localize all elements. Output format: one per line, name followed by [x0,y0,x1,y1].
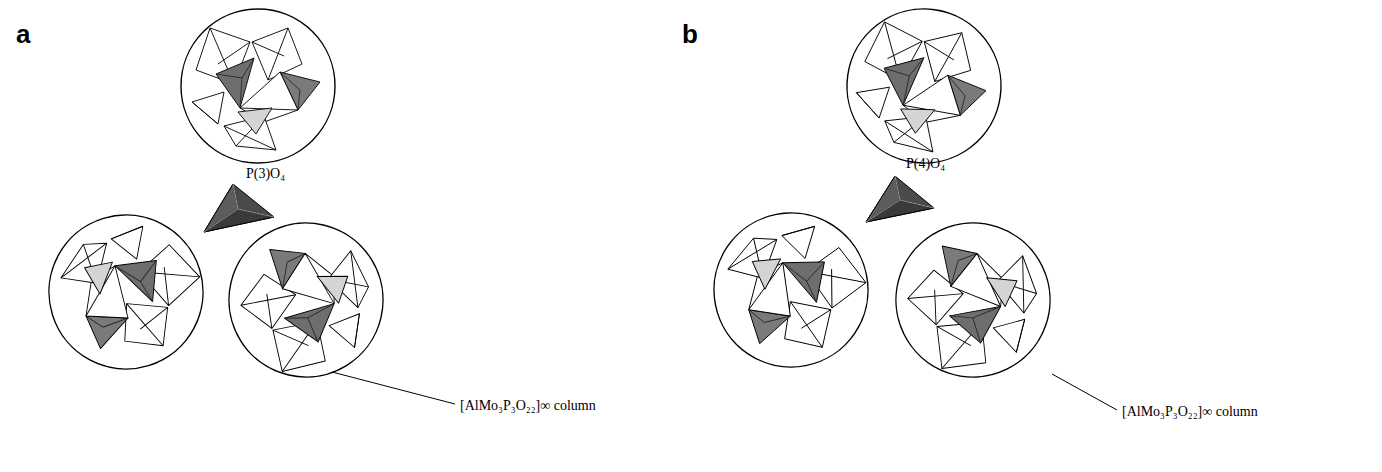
leader-line [332,372,455,404]
formula-label: P(4)O₄ [906,156,945,171]
leader-line [1052,374,1117,410]
panel-letter: a [16,20,30,49]
p-tetrahedron [204,184,274,232]
column-label: [AlMo₃P₃O₂₂]∞ column [1122,404,1258,419]
formula-label: P(3)O₄ [246,166,285,181]
column-label: [AlMo₃P₃O₂₂]∞ column [460,398,596,413]
p-tetrahedron [866,176,934,222]
panel-letter: b [682,20,698,49]
